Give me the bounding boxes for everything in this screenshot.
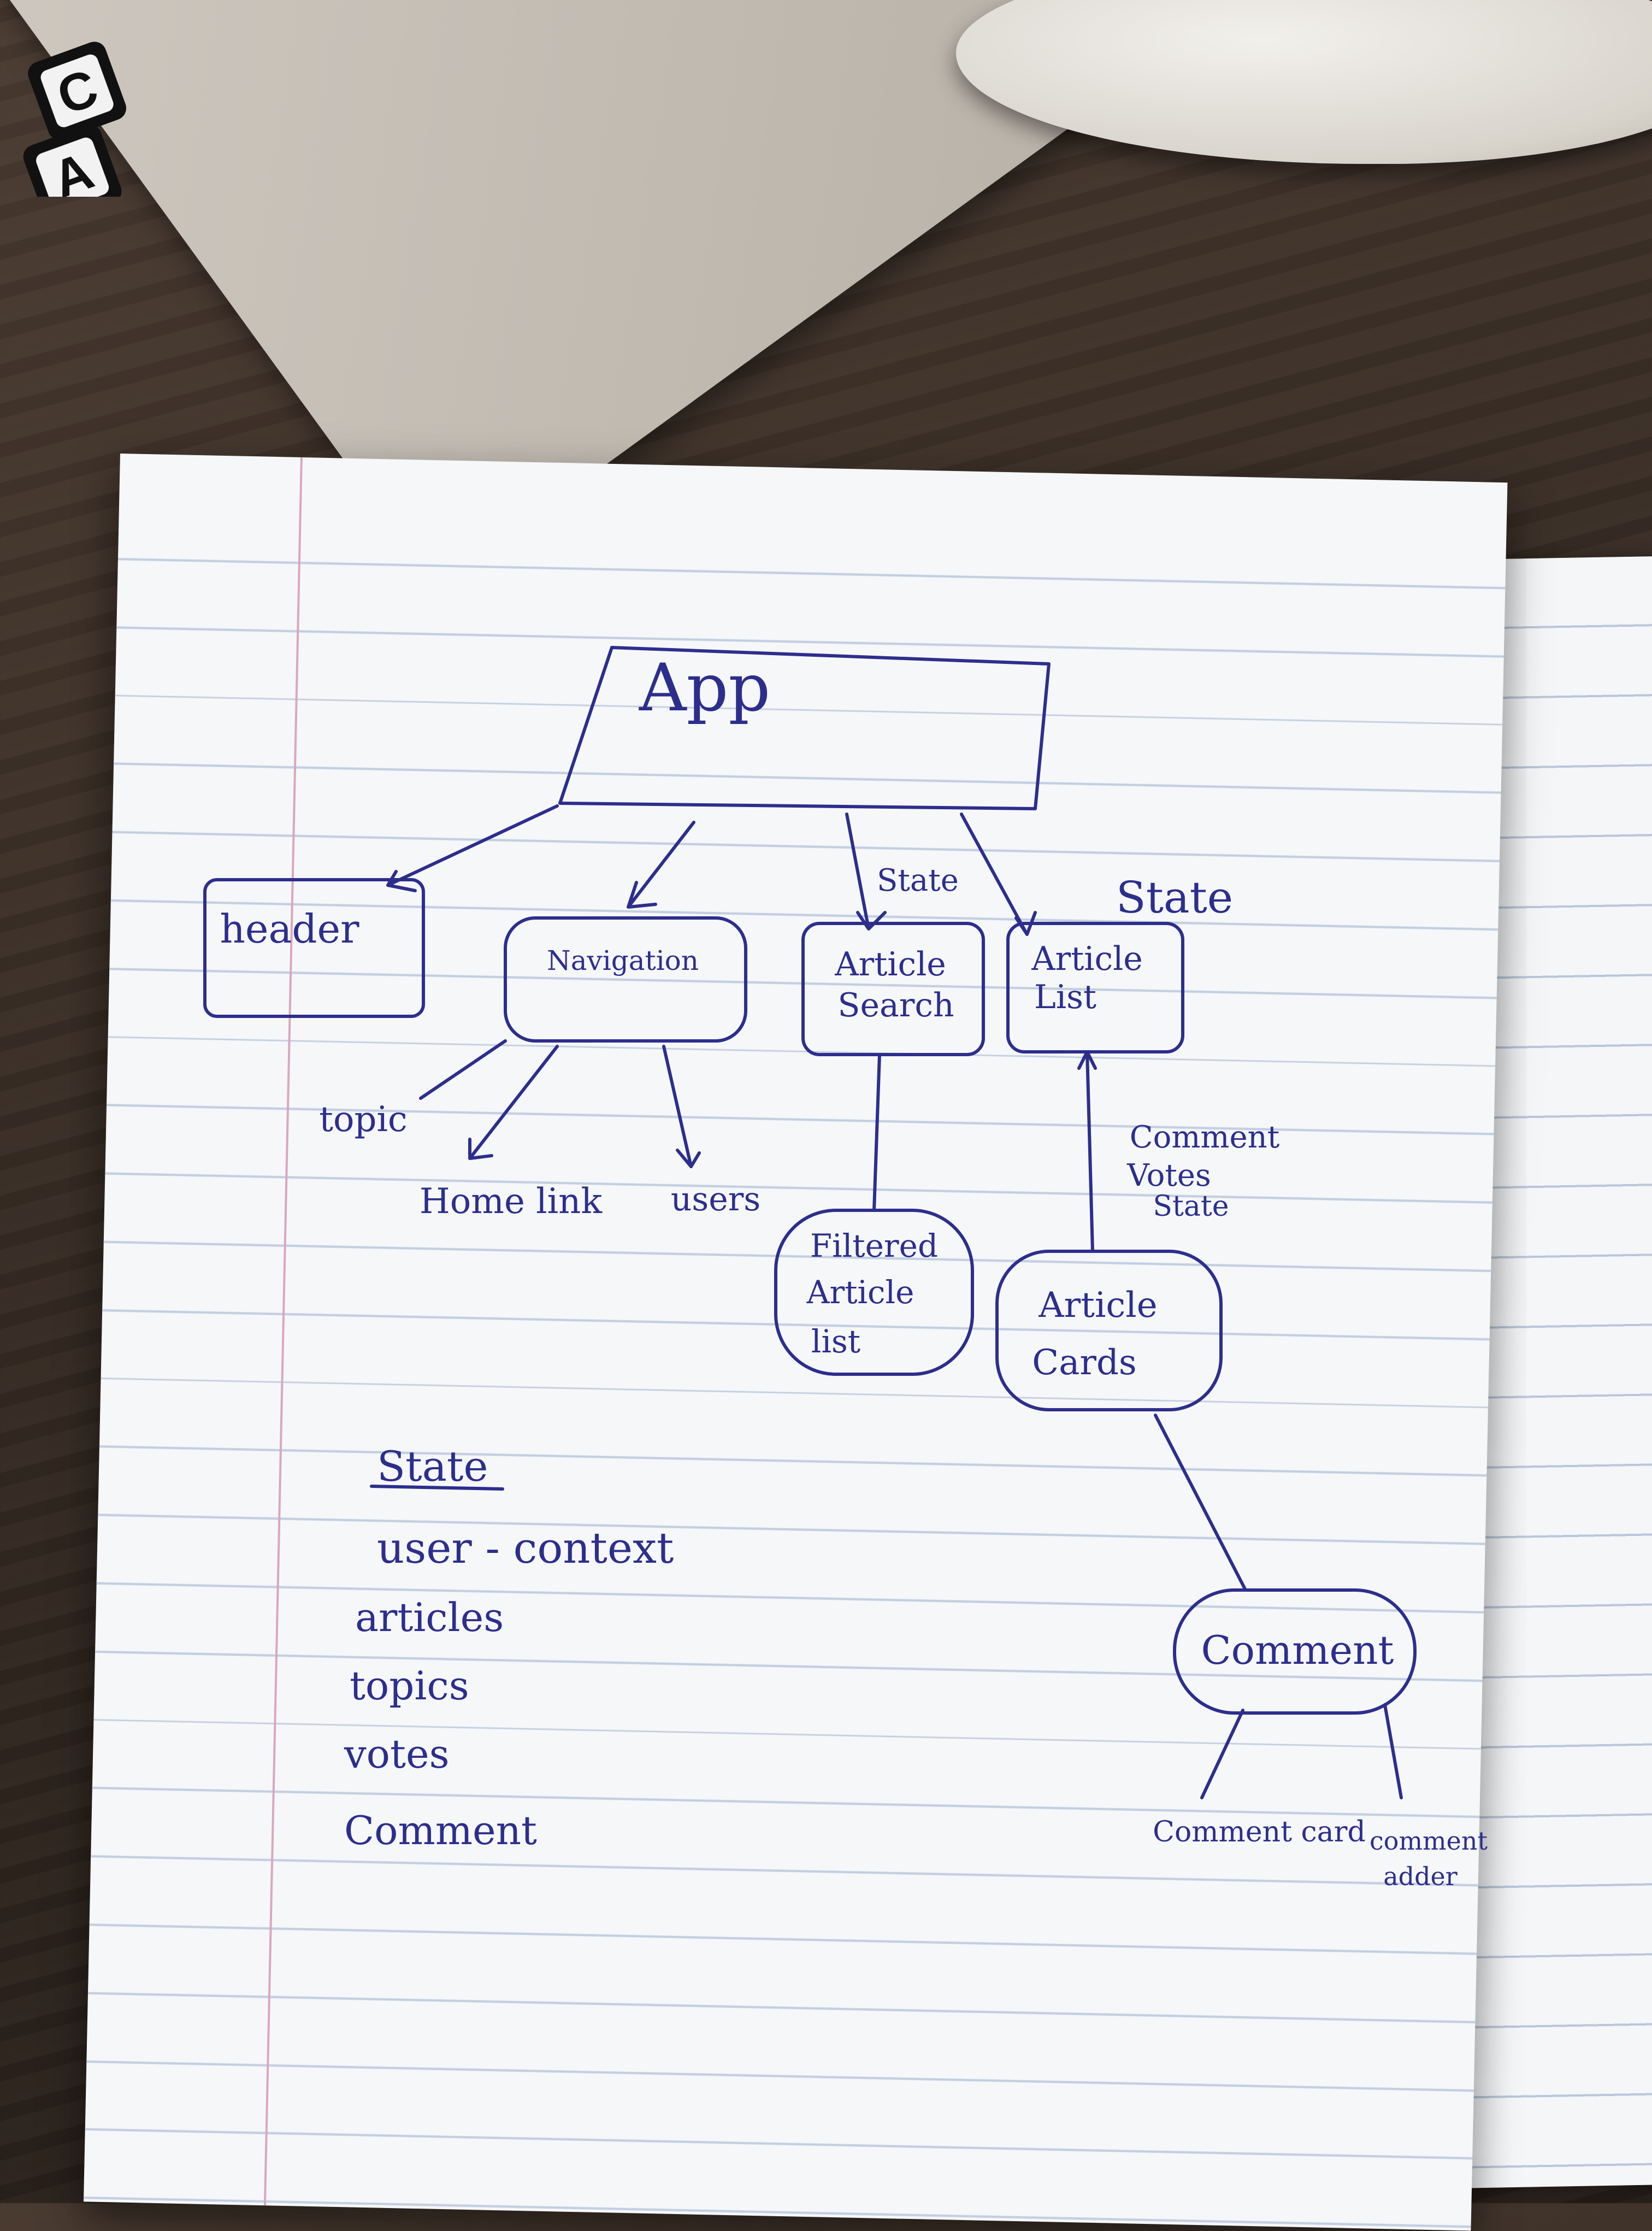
edge-label-state-list: State [1116, 872, 1233, 923]
edge-comment-adder [1383, 1703, 1403, 1799]
edge-nav-users [662, 1045, 701, 1168]
article-search-label-line1: Article [834, 945, 946, 984]
app-label: App [639, 650, 770, 726]
edge-app-search [845, 813, 887, 931]
navigation-label: Navigation [547, 945, 699, 976]
article-cards-box [995, 1250, 1223, 1411]
edge-app-navigation [627, 821, 695, 909]
edge-label-comment: Comment [1130, 1120, 1280, 1155]
edge-label-votes: Votes [1126, 1158, 1211, 1193]
leaf-comment-adder-line1: comment [1370, 1826, 1488, 1856]
leaf-comment-adder-line2: adder [1383, 1862, 1458, 1891]
header-label: header [220, 906, 359, 952]
leaf-comment-card: Comment card [1153, 1816, 1366, 1849]
article-list-label-line1: Article [1031, 940, 1143, 978]
article-cards-label-line2: Cards [1032, 1343, 1137, 1383]
filtered-label-line3: list [811, 1323, 860, 1360]
article-list-label-line2: List [1034, 978, 1096, 1016]
legend-title: State [377, 1442, 488, 1491]
article-search-label-line2: Search [837, 986, 954, 1025]
edge-app-list [960, 813, 1037, 936]
leaf-users: users [671, 1180, 760, 1218]
edge-comment-card [1200, 1709, 1244, 1799]
article-search-box [801, 922, 985, 1056]
header-box [203, 878, 425, 1018]
leaf-topic: topic [319, 1099, 408, 1140]
legend-title-underline [370, 1485, 504, 1491]
edge-app-header [386, 804, 559, 892]
laptop-sticker: C A [23, 42, 127, 197]
legend-item-comment: Comment [344, 1808, 537, 1853]
edge-cards-comment [1154, 1414, 1247, 1592]
legend-item-articles: articles [355, 1594, 504, 1640]
edge-search-filtered [872, 1053, 881, 1212]
edge-label-state-search: State [877, 863, 959, 898]
comment-box [1173, 1588, 1417, 1715]
comment-label: Comment [1201, 1627, 1394, 1673]
app-box [558, 646, 1051, 810]
filtered-label-line1: Filtered [810, 1227, 938, 1264]
legend-item-votes: votes [344, 1731, 450, 1777]
navigation-box [504, 916, 747, 1043]
edge-nav-topic [419, 1039, 507, 1100]
legend-item-user-context: user - context [377, 1524, 674, 1573]
leaf-home-link: Home link [420, 1181, 603, 1222]
edge-list-cards [1077, 1050, 1097, 1253]
article-list-box [1006, 922, 1184, 1053]
filtered-label-line2: Article [806, 1274, 914, 1311]
edge-label-state-votes: State [1153, 1190, 1229, 1223]
article-cards-label-line1: Article [1038, 1285, 1157, 1326]
legend-item-topics: topics [350, 1663, 469, 1709]
edge-nav-home [468, 1045, 559, 1160]
